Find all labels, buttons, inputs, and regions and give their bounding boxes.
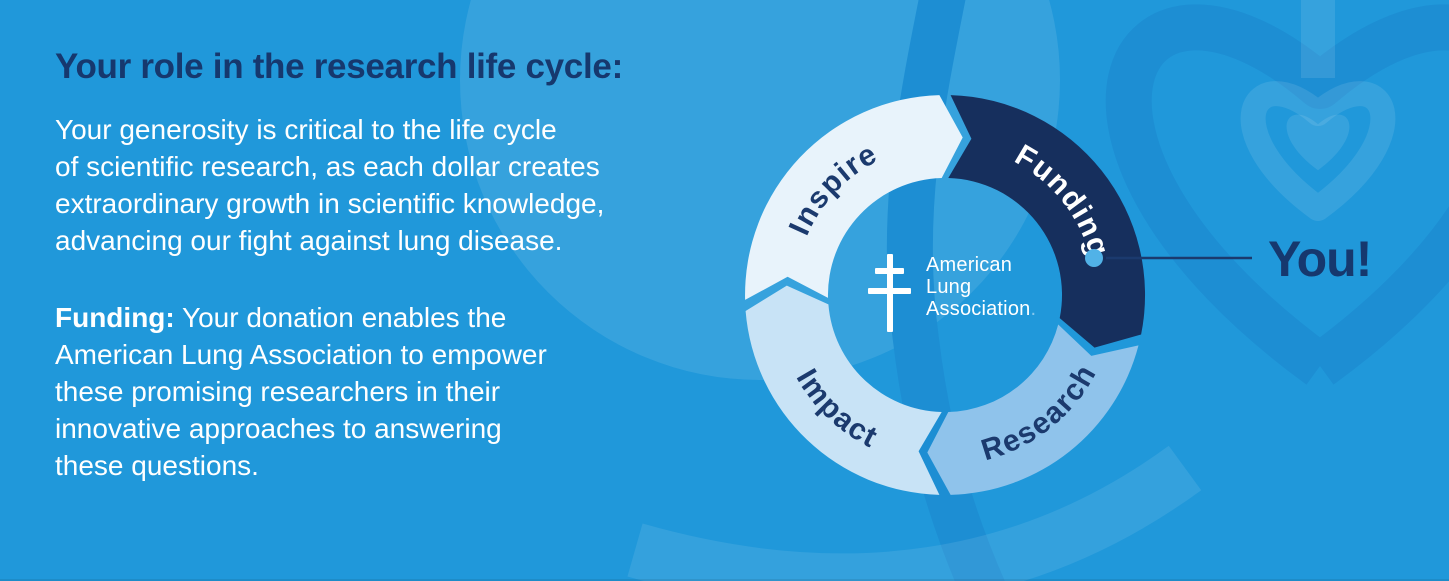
page-title: Your role in the research life cycle: <box>55 47 623 86</box>
funding-paragraph-lead: Funding: <box>55 302 175 333</box>
text-panel: Your role in the research life cycle: Yo… <box>55 46 755 484</box>
segment-inspire <box>745 95 963 300</box>
stethoscope-tube-decoration <box>886 0 1005 581</box>
large-heart-outline-decoration <box>1105 4 1449 385</box>
swoosh-decoration <box>627 445 1202 581</box>
you-callout-label: You! <box>1268 231 1371 287</box>
cycle-segments <box>745 95 1146 495</box>
background-decoration <box>460 0 1449 581</box>
ala-logo-text: American Lung Association. <box>926 254 1036 332</box>
segment-research <box>927 324 1139 495</box>
ala-logo: American Lung Association. <box>868 254 1036 332</box>
segment-impact <box>745 285 942 495</box>
lorraine-cross-icon <box>868 254 912 332</box>
logo-line-3: Association. <box>926 298 1037 320</box>
funding-paragraph-rest: Your donation enables the American Lung … <box>55 302 547 481</box>
segment-funding <box>948 95 1146 348</box>
heart-decoration-icon <box>1240 0 1396 221</box>
intro-paragraph: Your generosity is critical to the life … <box>55 114 605 256</box>
logo-line-1: American <box>926 254 1013 276</box>
funding-paragraph: Funding: Your donation enables the Ameri… <box>55 299 755 484</box>
callout-dot <box>1085 249 1103 267</box>
logo-line-2: Lung <box>926 276 972 298</box>
logo-trailing-period: . <box>1030 298 1037 320</box>
bottom-edge-divider <box>0 579 1449 581</box>
